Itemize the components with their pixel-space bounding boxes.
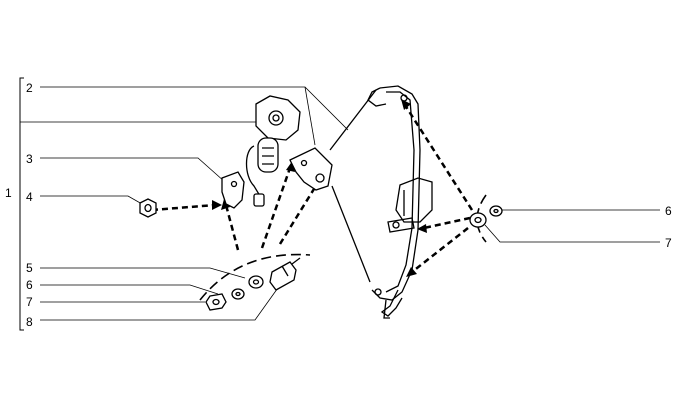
leader-lines — [20, 86, 660, 321]
regulator-frame — [329, 85, 433, 319]
callout-8: 8 — [26, 315, 33, 329]
assembly-arrows — [151, 104, 474, 273]
hardware-right — [469, 205, 503, 228]
motor-assembly — [245, 95, 301, 207]
callout-6-left: 6 — [26, 278, 33, 292]
group-bracket — [19, 77, 24, 331]
callout-5: 5 — [26, 261, 33, 275]
hardware-left — [205, 257, 301, 311]
cable-clip — [221, 171, 245, 209]
callout-4: 4 — [26, 190, 33, 204]
drive-bracket — [289, 147, 333, 191]
callout-7-right: 7 — [665, 236, 672, 250]
callout-2: 2 — [26, 81, 33, 95]
callout-3: 3 — [26, 152, 33, 166]
callout-7-left: 7 — [26, 295, 33, 309]
callout-6-right: 6 — [665, 204, 672, 218]
group-arcs — [199, 194, 487, 301]
nut-part-4 — [139, 198, 157, 218]
callout-1: 1 — [5, 186, 12, 200]
